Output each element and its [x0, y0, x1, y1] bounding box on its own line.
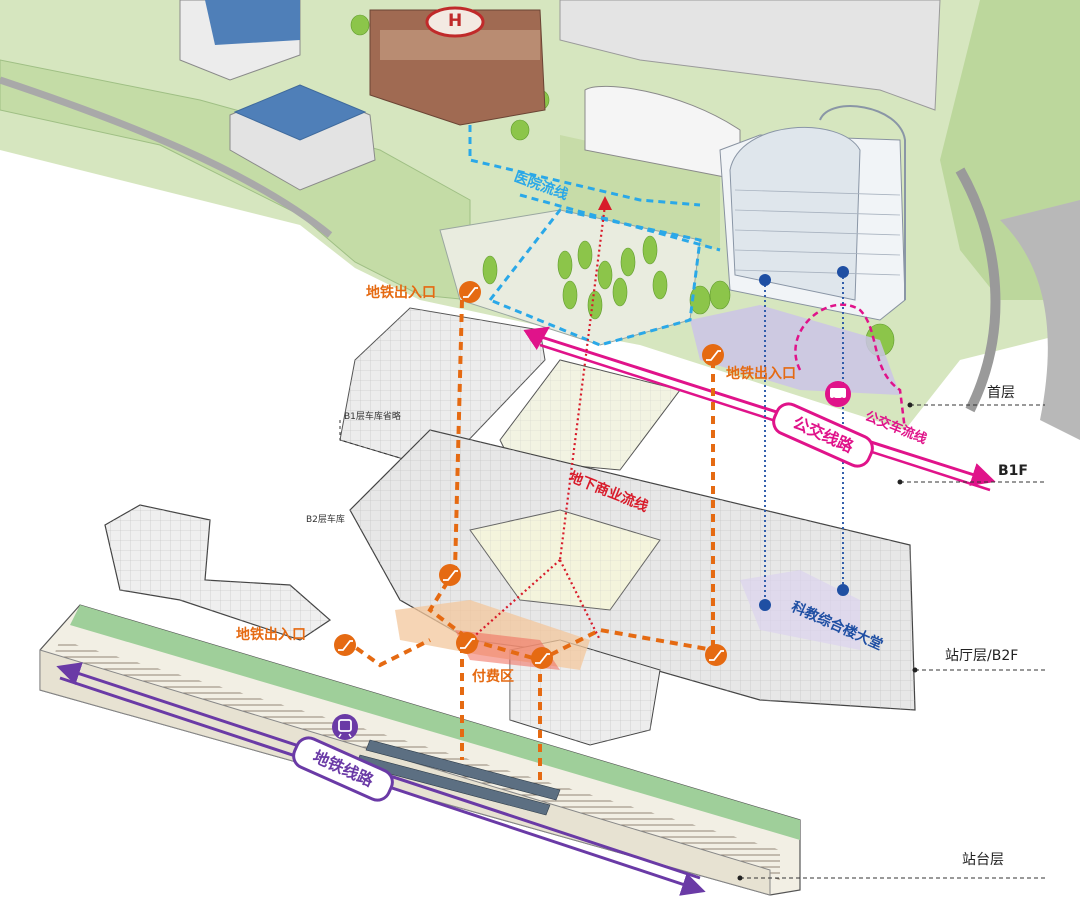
hospital-flow-lines	[468, 125, 721, 347]
paid-zone-label: 付费区	[472, 669, 514, 685]
helipad-icon: H	[448, 11, 463, 31]
metro-entrance-label-1: 地铁出入口	[366, 285, 436, 301]
b1-parking-note: B1层车库省略	[344, 412, 401, 422]
escalator-icon	[439, 564, 461, 586]
bus-flow-dashed	[794, 303, 907, 431]
bus-icon	[825, 381, 851, 407]
escalator-icon	[459, 281, 481, 303]
level-label-b1: B1F	[998, 463, 1028, 479]
escalator-icon	[456, 632, 478, 654]
existing-buildings	[179, 0, 941, 395]
platform-level-tunnel	[39, 604, 801, 896]
commerce-flow-lines	[469, 204, 607, 641]
metro-entrance-label-3: 地铁出入口	[236, 627, 306, 643]
level-label-concourse: 站厅层/B2F	[945, 648, 1019, 664]
level-label-ground: 首层	[987, 385, 1015, 401]
b1-level	[339, 307, 681, 471]
escalator-icon	[334, 634, 356, 656]
commerce-arrow-icon	[598, 196, 612, 210]
escalator-icon	[702, 344, 724, 366]
research-node-icon	[759, 266, 849, 611]
level-leader-lines	[740, 404, 1045, 879]
metro-entrance-label-2: 地铁出入口	[726, 366, 796, 382]
escalator-icon	[531, 647, 553, 669]
b2-parking-note: B2层车库	[306, 515, 345, 525]
research-flow-lines	[764, 272, 844, 605]
escalator-icon	[705, 644, 727, 666]
level-label-platform: 站台层	[962, 852, 1004, 868]
bus-route-lines	[523, 326, 996, 492]
metro-flow-lines	[343, 299, 715, 785]
b2-concourse-level	[104, 429, 916, 746]
metro-logo-icon	[332, 714, 358, 740]
